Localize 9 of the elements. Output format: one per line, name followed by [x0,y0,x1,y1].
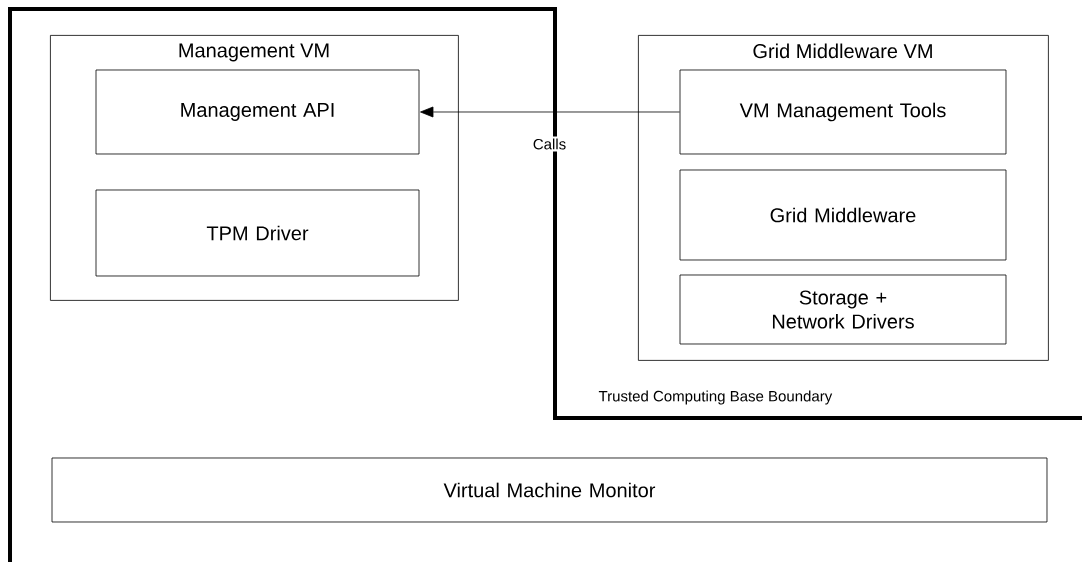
component-box: Management API [95,69,420,155]
component-box: Virtual Machine Monitor [51,457,1048,523]
component-box: VM Management Tools [679,69,1007,155]
component-box: Grid Middleware [679,169,1007,261]
component-box: TPM Driver [95,189,420,277]
arrow [420,106,680,118]
component-box: Storage + Network Drivers [679,274,1007,345]
edge-label: Calls [530,136,569,152]
boundary-label: Trusted Computing Base Boundary [598,390,833,405]
